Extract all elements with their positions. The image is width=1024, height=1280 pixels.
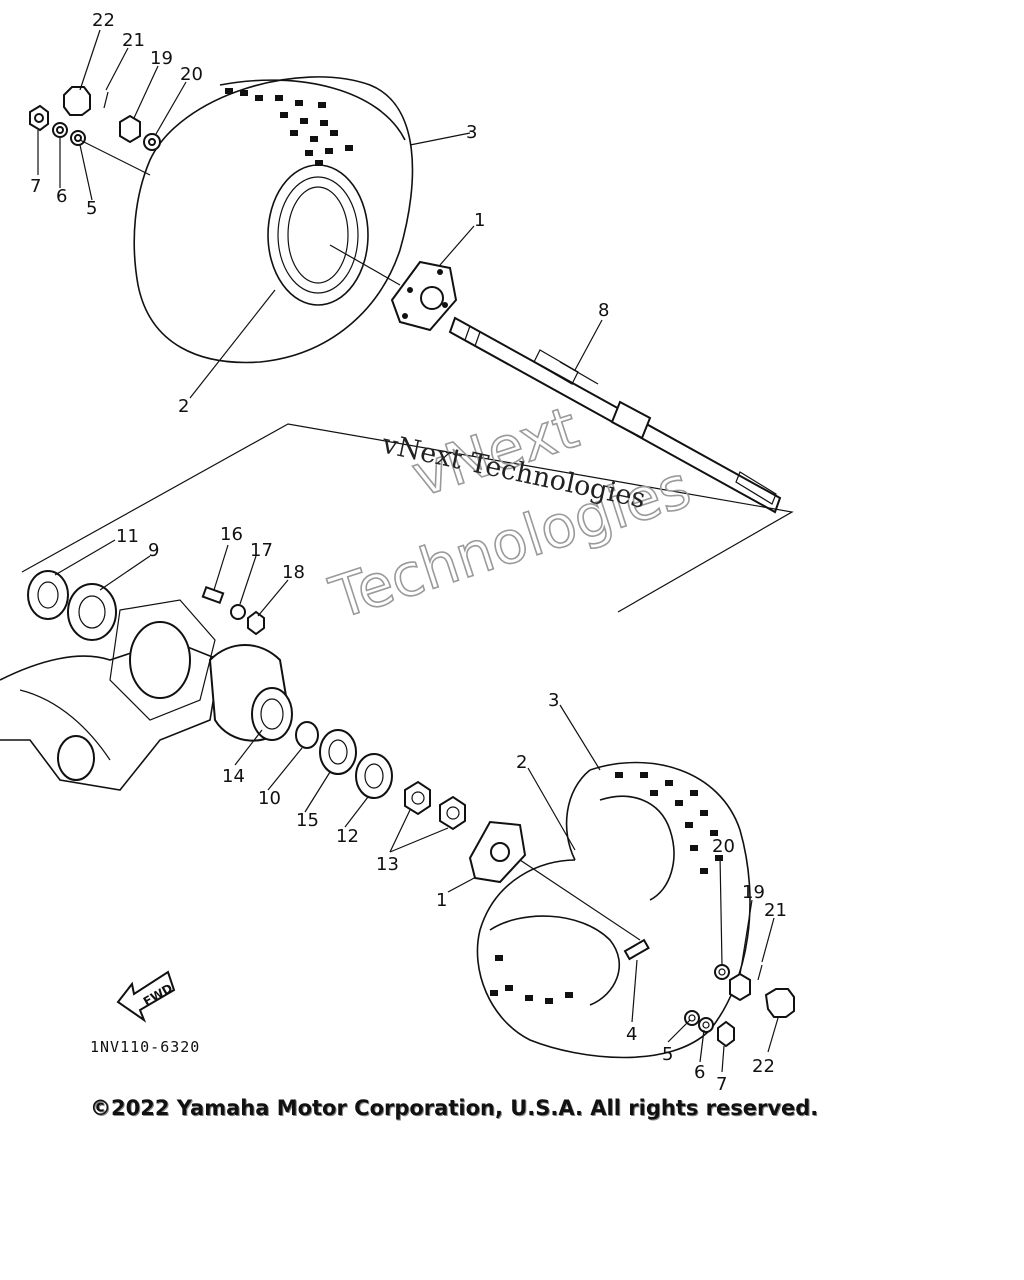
callout-5-lower: 5 [662,1044,673,1065]
callout-7: 7 [30,176,41,197]
upper-left-hardware [29,86,161,176]
brake-hub [208,644,293,742]
callout-18: 18 [282,562,305,583]
upper-tire-assembly [29,29,782,514]
assembly-outline [21,423,794,613]
callout-13: 13 [376,854,399,875]
lower-right-hardware [684,964,795,1048]
tread-blocks [225,88,353,166]
swingarm [0,599,221,791]
callout-6-lower: 6 [694,1062,705,1083]
callout-22-lower: 22 [752,1056,775,1077]
callout-6: 6 [56,186,67,207]
callout-1-middle: 1 [436,890,447,911]
callout-19: 19 [150,48,173,69]
callout-11: 11 [116,526,139,547]
callout-15: 15 [296,810,319,831]
callout-4-lower: 4 [626,1024,637,1045]
callout-1: 1 [474,210,485,231]
copyright-notice: ©2022 Yamaha Motor Corporation, U.S.A. A… [90,1096,819,1120]
callout-20: 20 [180,64,203,85]
callout-10: 10 [258,788,281,809]
callout-9: 9 [148,540,159,561]
callout-21: 21 [122,30,145,51]
callout-16: 16 [220,524,243,545]
callout-3-lower: 3 [548,690,559,711]
callout-21-lower: 21 [764,900,787,921]
callout-2-lower: 2 [516,752,527,773]
callout-7-lower: 7 [716,1074,727,1095]
oil-seal-12 [355,753,393,799]
callout-labels: 22 21 19 20 3 7 6 5 1 8 2 11 9 16 17 18 … [30,10,787,1095]
fwd-arrow: FWD [116,970,176,1023]
oil-seal-11 [27,570,69,620]
bearing-9 [67,583,117,641]
callout-3: 3 [466,122,477,143]
upper-tire [133,76,414,364]
callout-19-lower: 19 [742,882,765,903]
callout-12: 12 [336,826,359,847]
lower-tread-blocks [490,772,723,1004]
stud-4 [623,938,650,961]
upper-hub [329,244,458,332]
nuts-13 [404,780,466,831]
callout-22: 22 [92,10,115,31]
axle-shaft [448,316,782,514]
lower-hub [468,820,641,941]
diagram-code: 1NV110-6320 [90,1038,200,1056]
callout-20-lower: 20 [712,836,735,857]
callout-14: 14 [222,766,245,787]
lower-tire-assembly [468,704,795,1073]
middle-hub-assembly [0,539,479,893]
bearing-15 [319,729,357,775]
callout-8: 8 [598,300,609,321]
lower-tire [476,761,751,1059]
stud-nut-16-17-18 [201,585,265,636]
spacer-10 [295,721,319,749]
callout-5: 5 [86,198,97,219]
callout-2: 2 [178,396,189,417]
callout-17: 17 [250,540,273,561]
